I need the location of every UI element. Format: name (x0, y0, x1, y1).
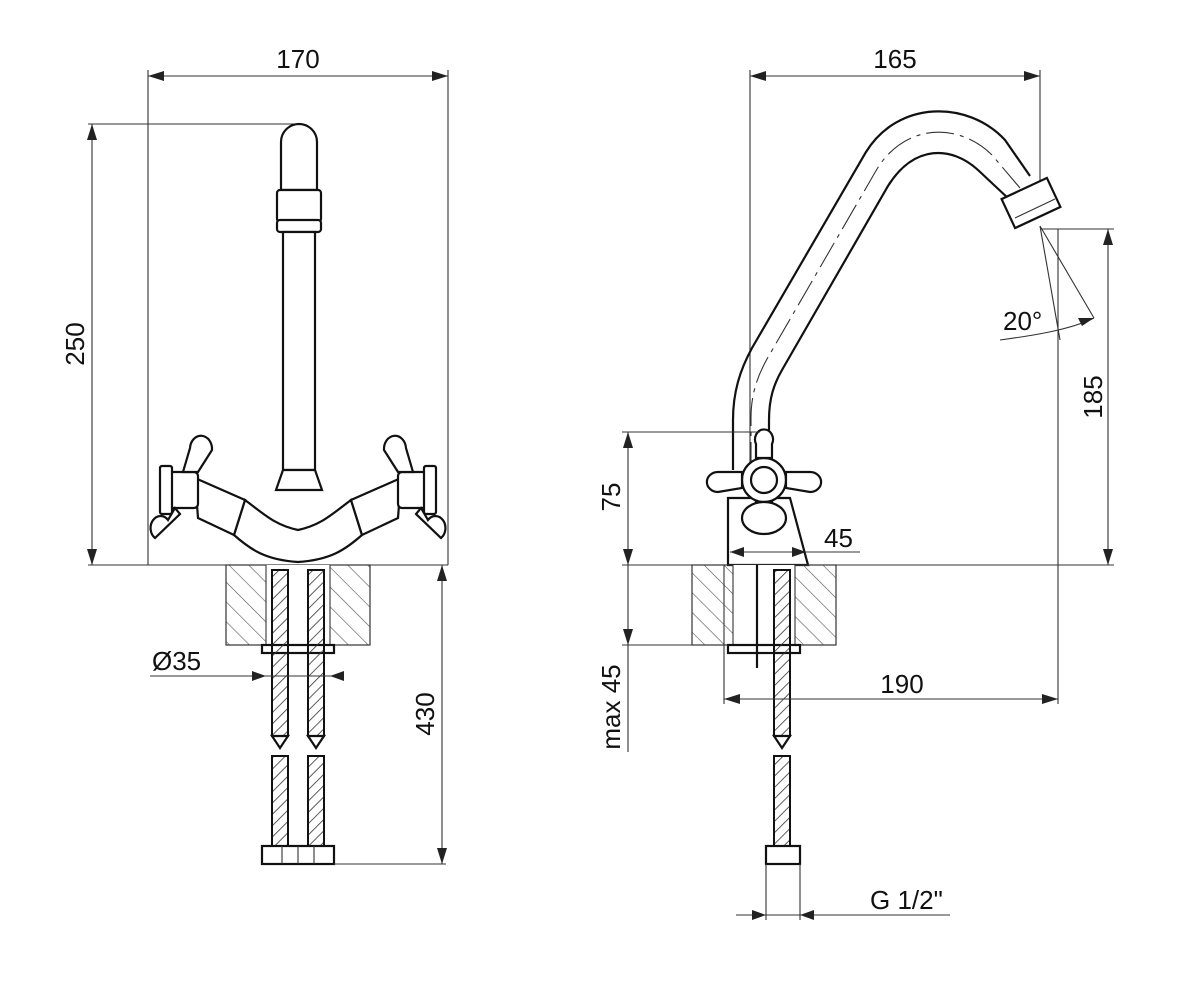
dimension-handle-75: 75 (596, 431, 760, 565)
reach-label: 165 (873, 44, 916, 74)
dimension-base-45: 45 (730, 523, 860, 557)
total-reach-label: 190 (880, 669, 923, 699)
dimension-diameter-35: Ø35 (150, 646, 344, 681)
max-thickness-label: max 45 (596, 664, 626, 749)
side-view: 165 20° 185 (596, 44, 1114, 920)
side-body (705, 428, 823, 567)
dimension-width-170: 170 (147, 44, 449, 565)
dimension-spout-185: 185 (1040, 228, 1114, 565)
thread-label: G 1/2" (870, 885, 943, 915)
hose-length-label: 430 (410, 692, 440, 735)
front-right-handle (382, 434, 447, 540)
front-view: 170 250 (60, 44, 449, 866)
spout-height-label: 185 (1078, 375, 1108, 418)
dimension-reach-190: 190 (723, 229, 1059, 704)
front-countertop-section (225, 564, 371, 655)
width-label: 170 (276, 44, 319, 74)
side-countertop-section (691, 564, 837, 668)
dimension-thread: G 1/2" (736, 864, 950, 920)
handle-height-label: 75 (596, 483, 626, 512)
dimension-max-45: max 45 (596, 565, 728, 752)
dimension-reach-165: 165 (749, 44, 1041, 565)
diameter-label: Ø35 (152, 646, 201, 676)
front-left-handle (149, 434, 214, 540)
dimension-hose-430: 430 (334, 565, 447, 865)
front-hoses (260, 569, 336, 866)
spray-angle: 20° (999, 225, 1095, 341)
dimension-height-250: 250 (60, 123, 448, 566)
side-hose (764, 569, 802, 866)
front-body (193, 476, 403, 564)
side-spout (731, 110, 1062, 470)
angle-label: 20° (1003, 306, 1042, 336)
base-width-label: 45 (824, 523, 853, 553)
height-label: 250 (60, 322, 90, 365)
front-spout (274, 122, 324, 492)
